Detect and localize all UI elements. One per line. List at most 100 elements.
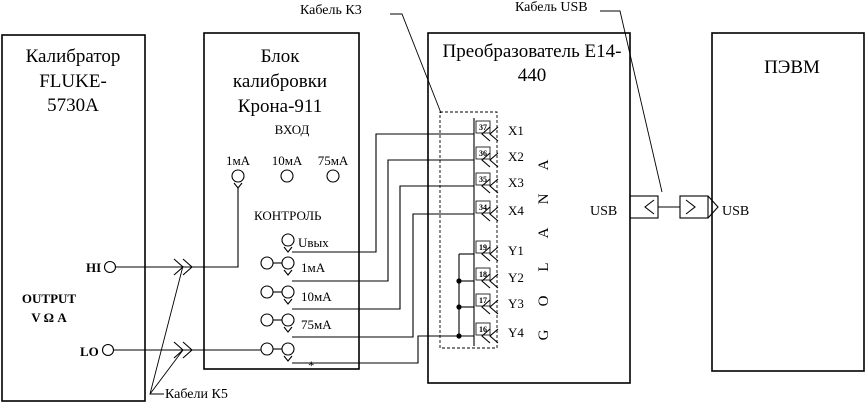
connector-chevron-icon xyxy=(481,126,499,142)
pin-label: X2 xyxy=(508,149,524,164)
block-title-1: Блок xyxy=(261,46,301,67)
calibration-block-box xyxy=(203,32,360,370)
calibrator-title-3: 5730A xyxy=(47,95,99,116)
junction-dot xyxy=(456,278,462,284)
pin-label: Y4 xyxy=(508,325,524,340)
block-title-2: калибровки xyxy=(233,71,327,92)
pin-y1: 19 Y1 xyxy=(475,240,524,262)
input-range-label: 10мА xyxy=(272,153,303,168)
analog-text: A N A L O G xyxy=(536,159,552,340)
cables-k5-leader xyxy=(149,265,184,395)
input-range-label: 1мА xyxy=(226,153,251,168)
output-label-2: V Ω A xyxy=(31,310,67,325)
cables-k5-label: Кабели К5 xyxy=(165,387,228,402)
converter-usb-label: USB xyxy=(590,204,617,219)
pin-number: 35 xyxy=(479,175,487,184)
control-jack-icon xyxy=(281,342,295,356)
analog-letter: A xyxy=(536,159,552,170)
cable-connector-icon xyxy=(173,341,193,359)
input-range-label: 75мА xyxy=(318,153,349,168)
calibrator-title-2: FLUKE- xyxy=(39,71,107,92)
input-jack-icon xyxy=(231,169,245,183)
k3-connector-outline xyxy=(439,111,498,349)
connector-chevron-icon xyxy=(481,206,499,222)
wire-75ma-x4 xyxy=(292,213,474,338)
pin-number: 36 xyxy=(479,149,487,158)
calibrator-box xyxy=(1,34,146,402)
output-10ma-label: 10мА xyxy=(301,289,332,304)
wire-common-y xyxy=(292,335,474,364)
analog-letter: N xyxy=(536,193,552,204)
pc-title: ПЭВМ xyxy=(764,57,820,78)
wire-10ma-x3 xyxy=(292,185,474,310)
wire-uout-x1 xyxy=(292,133,474,253)
pin-label: X3 xyxy=(508,175,524,190)
analog-letter: A xyxy=(536,227,552,238)
connector-chevron-icon xyxy=(481,299,499,315)
control-jack-icon xyxy=(281,256,295,270)
hi-terminal-icon xyxy=(103,260,117,274)
hi-label: HI xyxy=(86,260,101,275)
pin-label: Y1 xyxy=(508,243,524,258)
pin-label: Y2 xyxy=(508,270,524,285)
control-jack-icon xyxy=(260,256,274,270)
pin-label: X4 xyxy=(508,203,524,218)
lo-label: LO xyxy=(80,344,99,359)
pc-box xyxy=(711,32,865,372)
control-jack-icon xyxy=(260,313,274,327)
usb-port-icon xyxy=(629,195,659,219)
pin-number: 37 xyxy=(479,123,487,132)
cable-k3-leader xyxy=(390,13,442,114)
input-label: ВХОД xyxy=(275,122,310,137)
pin-y3: 17 Y3 xyxy=(475,293,524,315)
pc-usb-label: USB xyxy=(722,204,749,219)
pin-y4: 16 Y4 xyxy=(475,322,524,344)
calibrator-title-1: Калибратор xyxy=(26,46,121,67)
control-jack-icon xyxy=(281,285,295,299)
input-jack-icon xyxy=(326,169,340,183)
control-jack-icon xyxy=(281,233,295,247)
pin-label: X1 xyxy=(508,123,524,138)
cable-usb-leader xyxy=(600,10,663,193)
pin-number: 16 xyxy=(479,325,487,334)
connector-chevron-icon xyxy=(481,273,499,289)
cable-connector-icon xyxy=(173,258,193,276)
pin-x2: 36 X2 xyxy=(475,146,524,168)
pin-x1: 37 X1 xyxy=(475,120,524,142)
analog-letter: L xyxy=(536,262,552,271)
pin-x4: 34 X4 xyxy=(475,200,524,222)
analog-letter: O xyxy=(536,295,552,306)
pin-number: 34 xyxy=(479,203,487,212)
pin-number: 17 xyxy=(479,296,487,305)
output-label-1: OUTPUT xyxy=(22,291,77,306)
usb-port-icon xyxy=(679,195,709,219)
cable-k3-label: Кабель К3 xyxy=(300,3,362,18)
connector-chevron-icon xyxy=(481,152,499,168)
cable-usb-label: Кабель USB xyxy=(515,0,588,15)
connector-chevron-icon xyxy=(481,178,499,194)
junction-dot xyxy=(456,333,462,339)
converter-title-1: Преобразователь Е14- xyxy=(443,41,622,62)
pin-label: Y3 xyxy=(508,296,524,311)
output-75ma-label: 75мА xyxy=(301,317,332,332)
lo-terminal-icon xyxy=(101,343,115,357)
connector-chevron-icon xyxy=(481,328,499,344)
pin-x3: 35 X3 xyxy=(475,172,524,194)
wire-1ma-x2 xyxy=(292,159,474,282)
control-jack-icon xyxy=(281,313,295,327)
output-star-label: * xyxy=(308,358,315,373)
junction-dot xyxy=(456,304,462,310)
converter-title-2: 440 xyxy=(518,65,547,86)
control-label: КОНТРОЛЬ xyxy=(254,208,322,223)
control-jack-icon xyxy=(260,285,274,299)
output-uout-label: Uвых xyxy=(298,235,329,250)
pin-number: 19 xyxy=(479,243,487,252)
control-jack-icon xyxy=(260,342,274,356)
output-1ma-label: 1мА xyxy=(301,260,326,275)
block-title-3: Крона-911 xyxy=(238,96,322,117)
connector-chevron-icon xyxy=(481,246,499,262)
input-jack-icon xyxy=(280,169,294,183)
